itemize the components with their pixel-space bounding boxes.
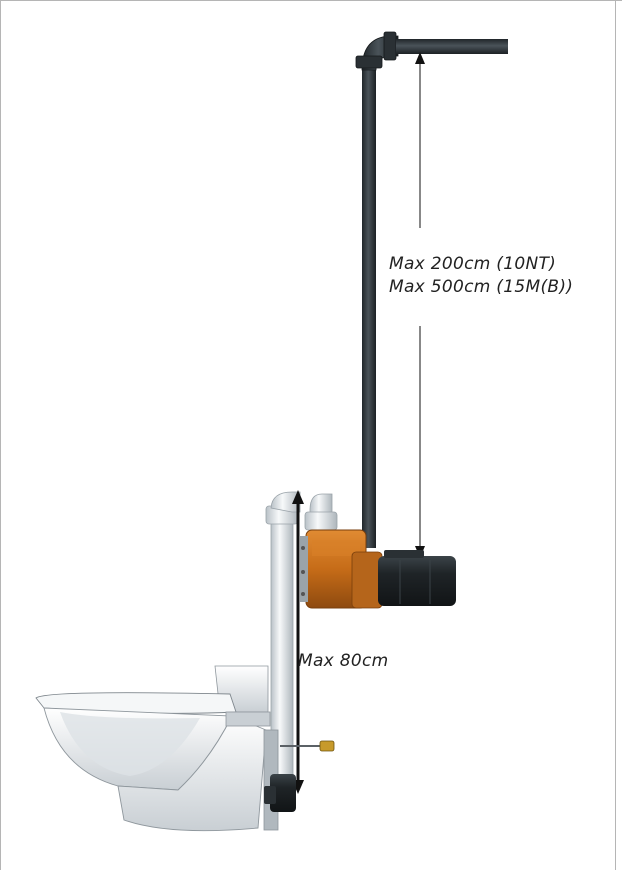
inlet-hose — [280, 740, 335, 752]
pump-unit — [300, 529, 383, 609]
dimension-label-80cm: Max 80cm — [298, 651, 389, 671]
discharge-pipe — [355, 31, 508, 548]
height-dimension-lower — [292, 490, 304, 794]
toilet — [35, 665, 279, 832]
dimension-label-10nt: Max 200cm (10NT) — [389, 254, 557, 274]
macerator-fitting — [264, 774, 296, 812]
dimension-label-15mb: Max 500cm (15M(B)) — [389, 277, 574, 297]
waste-pipe — [265, 491, 338, 783]
pump-motor — [378, 550, 456, 606]
height-dimension-upper — [415, 52, 425, 558]
